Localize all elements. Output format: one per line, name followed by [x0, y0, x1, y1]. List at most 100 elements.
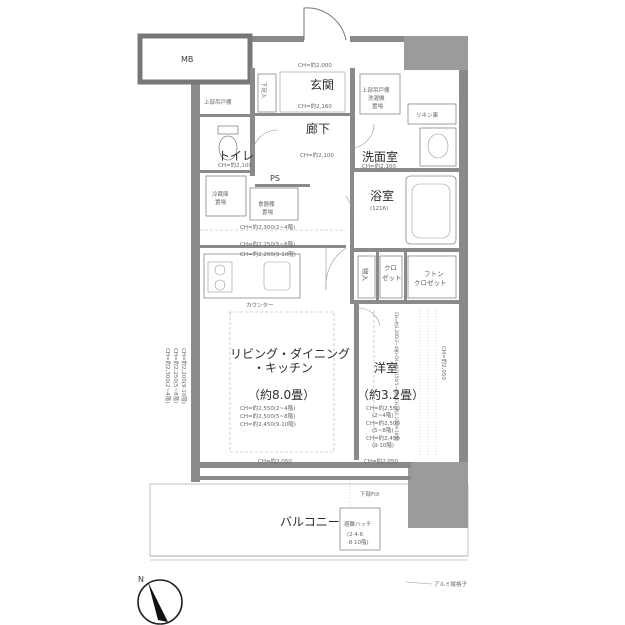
- wall-bottom-sill: [191, 476, 411, 480]
- label-west-ch-1b: (2~4階): [372, 411, 393, 419]
- label-west-ch-1: CH=約2,550: [366, 404, 400, 412]
- label-western: 洋室: [374, 360, 398, 375]
- label-west-ch-3: CH=約2,450: [366, 434, 400, 442]
- label-dish-2: 置場: [262, 208, 274, 216]
- label-ldk-ch-2: CH=約2,500(5~8階): [240, 412, 295, 420]
- evac-hatch: [339, 507, 381, 551]
- label-ch-2100-toilet: CH=約2,100: [218, 161, 252, 169]
- label-sill: 下部FIX: [360, 490, 380, 498]
- vanity: [419, 127, 457, 167]
- closet-unit: [379, 255, 403, 299]
- dish-cabinet-place: [249, 187, 299, 221]
- label-ldk-ch-1: CH=約2,550(2~4階): [240, 404, 295, 412]
- door-toilet: [251, 129, 279, 155]
- label-dish-1: 食器棚: [258, 200, 275, 208]
- door-west: [358, 307, 381, 327]
- burner-2: [214, 279, 226, 291]
- label-west-ch-2b: (5~8階): [372, 426, 393, 434]
- label-ch-2050-ldk: CH=約2,050: [258, 457, 292, 465]
- wall-wash-bottom: [350, 168, 460, 172]
- wall-entry-left: [250, 68, 255, 176]
- door-ldk: [325, 245, 347, 291]
- label-bathroom-size: (1216): [370, 206, 388, 212]
- label-west-ch-2: CH=約2,500: [366, 419, 400, 427]
- wall-bottom: [191, 462, 411, 468]
- label-counter: カウンター: [246, 301, 274, 309]
- left-dim-1: CH=約2,300(2~4階): [164, 348, 172, 403]
- label-shoe: 下足入: [260, 82, 267, 99]
- linen-storage: [407, 103, 457, 125]
- label-corridor: 廊下: [306, 121, 330, 136]
- door-wash: [349, 123, 375, 149]
- label-ldk-ch-3: CH=約2,450(9·10階): [240, 420, 296, 428]
- label-upper-cab-wash-2: 洗濯機: [368, 94, 385, 102]
- wall-corridor-top: [255, 113, 350, 116]
- label-balcony: バルコニー: [280, 515, 340, 529]
- outer-walls: [137, 33, 468, 528]
- label-right-small-dims: CH=約2,200(2~4階)·CH=約2,150(5~8階)·CH=約2,10…: [393, 312, 400, 442]
- label-hatch-3: ·8·10階): [347, 538, 369, 546]
- doors: [251, 7, 381, 327]
- door-bath: [345, 195, 355, 211]
- washer-place: [359, 73, 401, 115]
- label-futon-2: クロゼット: [414, 278, 447, 287]
- label-ch-2100-corr: CH=約2,100: [300, 151, 334, 159]
- label-futon-1: フトン: [424, 270, 444, 278]
- label-fridge-1: 冷蔵庫: [212, 190, 229, 198]
- ceiling-lines: [200, 229, 437, 455]
- label-ps: PS: [270, 174, 280, 183]
- north-arrow: N: [137, 575, 183, 625]
- label-linen: リネン庫: [416, 111, 439, 119]
- wall-right: [459, 36, 468, 464]
- north-circle: [137, 579, 183, 625]
- label-upper-cab-toilet: 上部吊戸棚: [204, 98, 232, 106]
- wall-closets-bottom: [350, 300, 460, 304]
- alum-leader: [405, 581, 433, 585]
- left-dimensions: CH=約2,300(2~4階) CH=約2,250(5~8階) CH=約2,20…: [164, 348, 188, 404]
- label-storage: 物入: [361, 268, 370, 282]
- label-west-ch-3b: (9·10階): [372, 441, 394, 449]
- bathtub: [405, 175, 457, 245]
- north-pointer-icon: [148, 582, 168, 622]
- label-bathroom: 浴室: [370, 188, 394, 203]
- wall-ps: [255, 184, 310, 187]
- shoe-cabinet: [257, 73, 277, 113]
- label-ch-2050-vert: CH=約2,050: [440, 346, 448, 380]
- label-kitchen-ch-3: CH=約2,200(9·10階): [240, 250, 296, 258]
- wall-storage-div: [376, 252, 379, 302]
- west-lines: [419, 310, 437, 455]
- label-entrance: 玄関: [310, 77, 334, 92]
- label-ch-2050-west: CH=約2,050: [364, 457, 398, 465]
- bathtub-inner: [411, 183, 451, 239]
- label-closet-1: クロ: [384, 264, 397, 272]
- label-ch-2000-top: CH=約2,000: [298, 61, 332, 69]
- wall-toilet-top: [200, 114, 252, 117]
- kitchen-stove: [207, 261, 233, 293]
- label-closet-2: ゼット: [382, 273, 402, 282]
- kitchen-sink: [263, 261, 291, 291]
- kitchen-counter: [203, 253, 301, 299]
- fixtures: [203, 71, 457, 299]
- label-kitchen-ch-2: CH=約2,250(5~8階): [240, 240, 295, 248]
- entry-floor: [279, 71, 346, 113]
- label-upper-cab-wash-3: 置場: [372, 102, 384, 110]
- wall-bath-left: [350, 172, 354, 302]
- label-alum: アルミ縦格子: [434, 580, 467, 588]
- wall-closet-div: [404, 252, 407, 302]
- wall-kitchen-top: [200, 245, 346, 248]
- mb-box: [137, 33, 253, 85]
- label-washroom: 洗面室: [362, 149, 398, 164]
- label-mb: MB: [181, 55, 193, 64]
- column-bottom-right: [408, 462, 468, 528]
- burner-1: [214, 264, 226, 276]
- label-hatch-1: 避難ハッチ: [344, 520, 372, 528]
- label-kitchen-ch-1: CH=約2,300(2~4階): [240, 223, 295, 231]
- label-toilet: トイレ: [218, 149, 254, 163]
- wall-top-1: [248, 36, 304, 42]
- storage-unit: [357, 255, 376, 299]
- wall-top-2: [350, 36, 418, 42]
- label-ldk-1: リビング・ダイニング: [230, 346, 350, 361]
- futon-closet-unit: [407, 255, 457, 299]
- wall-bath-bottom: [350, 248, 460, 252]
